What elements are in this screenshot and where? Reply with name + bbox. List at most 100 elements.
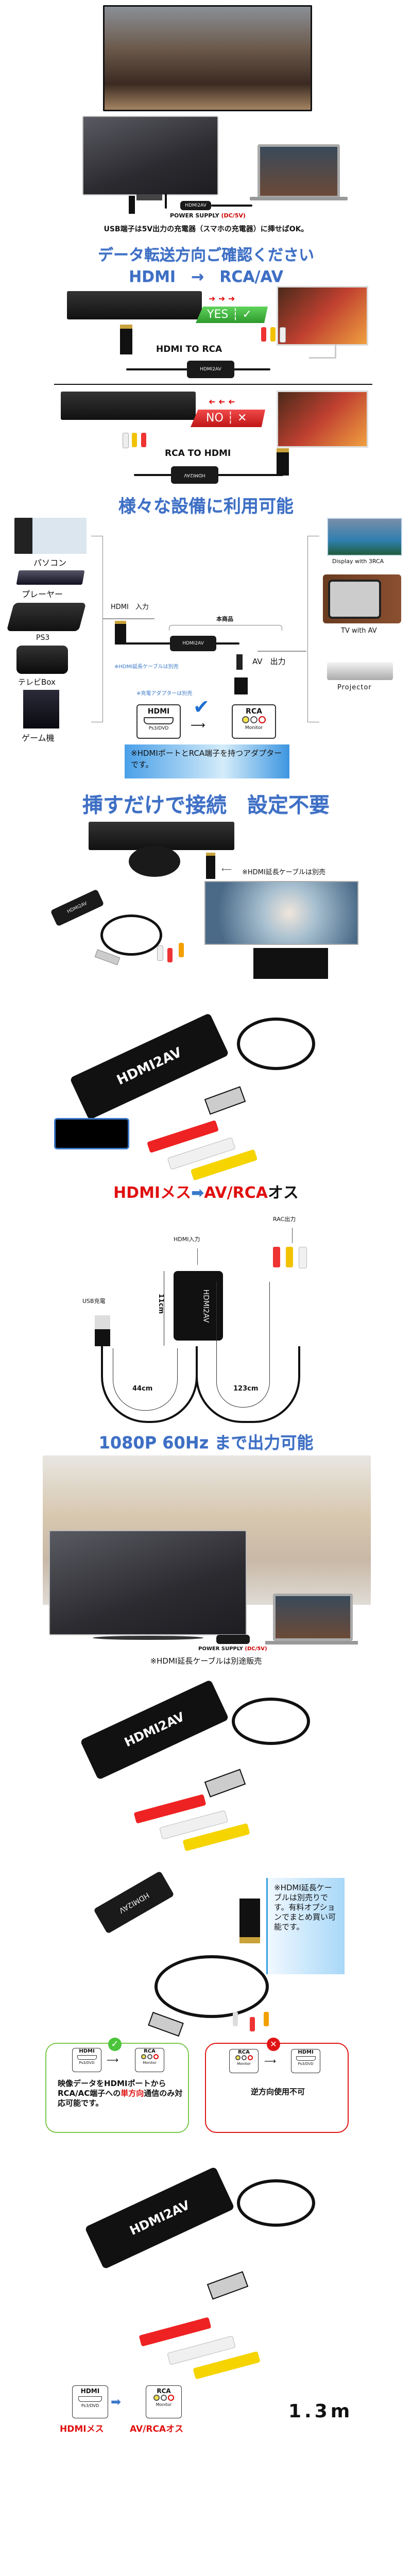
pointer-line — [197, 1248, 198, 1265]
hdmi-box-title: HDMI — [80, 2387, 100, 2395]
hdmi-input-label: HDMI 入力 — [111, 603, 149, 611]
rca-jacks-icon — [146, 2395, 181, 2402]
divider — [54, 384, 372, 385]
rca-box-sub: Monitor — [156, 2402, 172, 2407]
check-icon: ✓ — [108, 2038, 122, 2051]
hdmi-ext-note: ※HDMI延長ケーブルは別途販売 — [150, 1656, 262, 1666]
rca-box-title: RCA — [246, 707, 262, 716]
ok-text-part2: 通信のみ対応可能です。 — [58, 2089, 183, 2108]
power-supply-text: POWER SUPPLY — [198, 1646, 243, 1652]
monitor-image — [277, 286, 368, 346]
adapter-brand: HDMI2AV — [201, 1289, 210, 1323]
tv-stand — [93, 1636, 203, 1640]
cable-coil — [237, 1018, 315, 1070]
hdmi-box-title: HDMI — [298, 2049, 314, 2055]
rca-red-plug — [261, 327, 266, 342]
hdmi-ext-note: ※HDMI延長ケーブルは別売 — [242, 869, 325, 876]
cable-length: 1.3m — [288, 2401, 353, 2422]
av-receiver-image — [89, 822, 234, 850]
hdmi-source-box: HDMI Ps3/DVD — [291, 2049, 320, 2073]
cable-coil — [232, 1698, 310, 1745]
display-image — [327, 518, 402, 556]
hdmi-port-icon — [77, 2055, 97, 2060]
monitor-stand — [309, 344, 336, 359]
no-badge: NO ┆ ✕ — [191, 410, 265, 427]
arrows-left: ➜ ➜ ➜ — [209, 397, 235, 406]
hdmi-source-box: HDMI Ps3/DVD — [72, 2385, 108, 2418]
hdmi-plug — [239, 1899, 260, 1943]
rca-yellow-plug — [270, 327, 276, 342]
hdmi-port-icon — [144, 717, 174, 724]
output-display-label: Display with 3RCA — [332, 558, 384, 565]
rca-box-sub: Monitor — [237, 2062, 251, 2066]
game-console-image — [23, 690, 59, 728]
rca-monitor-box: RCA Monitor — [135, 2048, 164, 2072]
ok-text-part1: 映像データをHDMIポートからRCA/AC端子への — [58, 2079, 166, 2098]
height-label: 11cm — [157, 1293, 165, 1314]
rca-yellow-plug — [132, 433, 137, 447]
crt-tv-image — [323, 574, 401, 623]
hdmi-ext-note: ※HDMI延長ケーブルは別売 — [114, 664, 179, 670]
laptop-image — [273, 1594, 353, 1641]
monitor-image — [277, 391, 368, 448]
ng-direction-text: 逆方向使用不可 — [250, 2087, 305, 2096]
devices-section: 様々な設備に利用可能 パソコン プレーヤー PS3 テレビBox ゲーム機 HD… — [0, 492, 412, 783]
rca-red-plug — [250, 2017, 255, 2031]
rca-jacks-icon — [233, 716, 275, 725]
usb-length-line — [113, 1348, 178, 1411]
rca-white-plug — [299, 1247, 307, 1268]
arrows-right: ➜ ➜ ➜ — [209, 294, 235, 303]
tv-stand — [136, 194, 162, 200]
adapter-brand: HDMI2AV — [70, 1012, 229, 1121]
hdmi-port-inset — [129, 846, 180, 877]
adapter-box-vertical: HDMI2AV — [174, 1271, 223, 1341]
output-projector-label: Projector — [337, 684, 372, 691]
tv-box-image — [16, 646, 68, 674]
usb-note: USB端子は5V出力の充電器（スマホの充電器）に挿せばOK。 — [104, 225, 308, 233]
rca-yellow-plug — [286, 1247, 293, 1267]
plug-title: 挿すだけで接続 設定不要 — [82, 793, 330, 817]
arrow-right-icon: ➡ — [111, 2395, 122, 2409]
rca-monitor-box: RCA Monitor — [232, 704, 276, 739]
adapter-box: HDMI2AV — [50, 889, 105, 927]
adapter-box: HDMI2AV — [180, 201, 211, 210]
arrow-right-icon: ⟶ — [107, 2055, 118, 2065]
power-supply-spec: (DC/5V) — [221, 212, 246, 219]
power-supply-label: POWER SUPPLY (DC/5V) — [198, 1646, 267, 1652]
usb-length-label: 44cm — [132, 1385, 153, 1393]
product-photo: HDMI2AV — [82, 2143, 391, 2380]
notes-section: HDMI2AV ※HDMI延長ケーブルは別売りです。有料オプションでまとめ買い可… — [0, 1857, 412, 2136]
power-supply-label: POWER SUPPLY (DC/5V) — [170, 212, 246, 219]
devices-title: 様々な設備に利用可能 — [118, 496, 294, 517]
rca-length-line — [216, 1282, 270, 1408]
hdmi-port-callout — [54, 1118, 129, 1149]
ps3-image — [6, 603, 87, 631]
crt-screen — [328, 580, 381, 619]
rca-box-sub: Monitor — [245, 725, 263, 731]
pointer-line — [292, 1228, 293, 1243]
rca-yellow-plug — [179, 943, 184, 957]
rca-yellow-plug — [264, 2012, 269, 2026]
input-player-label: プレーヤー — [22, 589, 63, 599]
rca-cable-curve — [196, 1346, 300, 1423]
rca-length-label: 123cm — [233, 1385, 259, 1393]
direction-section: データ転送方向ご確認ください HDMI → RCA/AV ➜ ➜ ➜ YES ┆… — [0, 242, 412, 484]
product2-section: HDMI2AV — [0, 1677, 412, 1852]
cable-coil — [237, 2179, 315, 2227]
hdmi-source-box: HDMI Ps3/DVD — [136, 704, 181, 739]
rca-red-plug — [139, 2317, 212, 2347]
yes-badge: YES ┆ ✓ — [196, 307, 268, 323]
direction-subtitle: HDMI → RCA/AV — [129, 268, 283, 286]
arrow-right-icon: ⟶ — [264, 2056, 276, 2066]
ok-direction-text: 映像データをHDMIポートからRCA/AC端子への単方向通信のみ対応可能です。 — [58, 2079, 184, 2108]
adapter-box: HDMI2AV — [93, 1871, 175, 1934]
rca-white-plug — [233, 2012, 238, 2026]
rca-box-title: RCA — [157, 2387, 171, 2395]
input-connector-line — [103, 618, 154, 619]
ok-direction-card: HDMI Ps3/DVD ✓ ⟶ RCA Monitor 映像データをHDMIポ… — [45, 2038, 189, 2133]
cross-icon: ✕ — [267, 2038, 280, 2051]
caption-av-rca-male: AV/RCAオス — [130, 2424, 184, 2434]
rca-box-title: RCA — [238, 2049, 250, 2055]
rca-output-label: RAC出力 — [273, 1216, 296, 1223]
av-cable — [165, 193, 167, 209]
